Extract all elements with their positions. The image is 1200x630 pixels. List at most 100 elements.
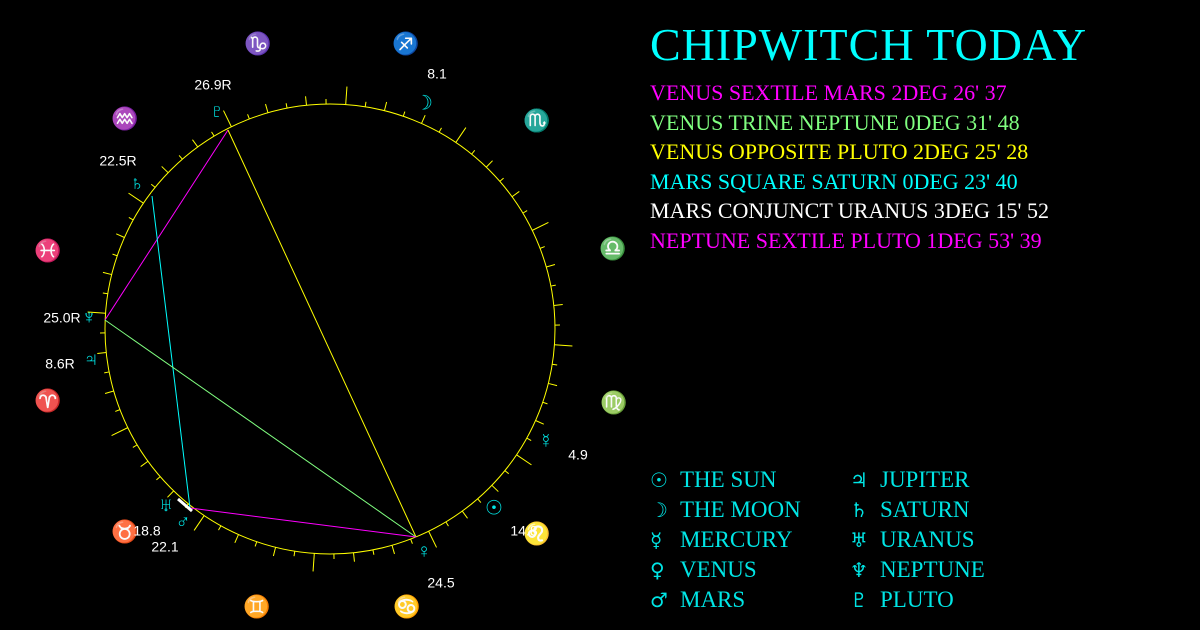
legend-item: ♇PLUTO bbox=[850, 587, 1050, 613]
degree-tick bbox=[428, 531, 437, 548]
zodiac-sign-glyph: ♏ bbox=[523, 108, 550, 133]
degree-tick bbox=[522, 210, 528, 214]
degree-tick bbox=[102, 292, 108, 295]
jupiter-icon: ♃ bbox=[84, 348, 99, 370]
degree-tick bbox=[539, 246, 545, 249]
sun-degree-label: 14.8 bbox=[510, 523, 537, 539]
pluto-icon: ♇ bbox=[850, 588, 868, 612]
legend-item: ♄SATURN bbox=[850, 497, 1050, 523]
degree-tick bbox=[272, 547, 277, 557]
saturn-icon: ♄ bbox=[850, 498, 868, 522]
degree-tick bbox=[156, 476, 161, 481]
uranus-icon: ♅ bbox=[850, 528, 868, 552]
degree-tick bbox=[112, 253, 118, 257]
degree-tick bbox=[116, 233, 125, 238]
aspect-list: VENUS SEXTILE MARS 2DEG 26' 37 VENUS TRIN… bbox=[650, 78, 1049, 255]
page-title: CHIPWITCH TODAY bbox=[650, 19, 1088, 70]
aspect-line-mars-saturn bbox=[151, 195, 191, 509]
legend-item: ♀VENUS bbox=[650, 557, 850, 583]
degree-tick bbox=[305, 96, 307, 106]
degree-tick bbox=[477, 498, 482, 503]
pluto-icon: ♇ bbox=[210, 100, 225, 122]
degree-tick bbox=[526, 437, 532, 441]
zodiac-sign-glyph: ♎ bbox=[599, 236, 626, 261]
degree-tick bbox=[552, 363, 558, 366]
legend-item: ♂ MARS bbox=[650, 587, 850, 613]
legend-item: ♆NEPTUNE bbox=[850, 557, 1050, 583]
zodiac-sign-glyph: ♓ bbox=[34, 238, 61, 263]
mercury-icon: ☿ bbox=[539, 430, 554, 452]
aspect-item: VENUS SEXTILE MARS 2DEG 26' 37 bbox=[650, 80, 1007, 105]
degree-tick bbox=[97, 352, 107, 354]
degree-tick bbox=[410, 538, 413, 544]
moon-icon: ☽ bbox=[415, 92, 433, 114]
degree-tick bbox=[383, 101, 388, 111]
zodiac-sign-glyph: ♑ bbox=[244, 31, 271, 56]
degree-tick bbox=[372, 549, 375, 555]
degree-tick bbox=[161, 166, 169, 174]
legend-label: MARS bbox=[680, 587, 746, 612]
aspect-item: MARS CONJUNCT URANUS 3DEG 15' 52 bbox=[650, 198, 1049, 223]
zodiac-sign-glyph: ♐ bbox=[392, 31, 419, 56]
degree-tick bbox=[438, 127, 442, 133]
neptune-degree-label: 25.0R bbox=[43, 310, 80, 326]
venus-degree-label: 24.5 bbox=[427, 575, 454, 591]
degree-tick bbox=[345, 86, 348, 105]
zodiac-sign-glyph: ♈ bbox=[34, 388, 61, 413]
degree-tick bbox=[516, 454, 532, 466]
mars-icon: ♂ bbox=[176, 511, 191, 533]
zodiac-sign-glyph: ♌ bbox=[523, 521, 550, 546]
zodiac-ring bbox=[104, 103, 556, 555]
degree-tick bbox=[455, 127, 467, 143]
degree-tick bbox=[491, 484, 499, 492]
legend-item: ☉THE SUN bbox=[650, 467, 850, 493]
moon-icon: ☽ bbox=[650, 498, 668, 522]
legend-item: ☿ MERCURY bbox=[650, 527, 850, 553]
degree-tick bbox=[445, 521, 449, 527]
zodiac-sign-glyph: ♉ bbox=[111, 519, 138, 544]
neptune-icon: ♆ bbox=[82, 306, 97, 328]
degree-tick bbox=[193, 515, 205, 531]
zodiac-sign-glyph: ♋ bbox=[393, 594, 420, 619]
sun-icon: ☉ bbox=[650, 468, 668, 492]
degree-tick bbox=[535, 420, 544, 425]
legend-item: ♅ URANUS bbox=[850, 527, 1050, 553]
jupiter-icon: ♃ bbox=[850, 468, 868, 492]
degree-tick bbox=[150, 183, 156, 188]
degree-ticks bbox=[87, 86, 573, 572]
degree-tick bbox=[548, 382, 558, 387]
aspect-item: VENUS TRINE NEPTUNE 0DEG 31' 48 bbox=[650, 109, 1020, 135]
zodiac-sign-glyph: ♍ bbox=[600, 390, 627, 415]
moon-degree-label: 8.1 bbox=[427, 66, 447, 82]
degree-tick bbox=[128, 192, 144, 204]
degree-tick bbox=[364, 101, 367, 107]
zodiac-signs: ♑♐♏♎♍♌♋♊♉♈♓♒ bbox=[34, 31, 627, 619]
planet-legend: ☉THE SUN♃JUPITER☽THE MOON♄SATURN☿MERCURY… bbox=[650, 467, 1050, 613]
pluto-degree-label: 26.9R bbox=[194, 77, 231, 93]
uranus-degree-label: 18.8 bbox=[133, 523, 160, 539]
degree-tick bbox=[223, 110, 232, 127]
degree-tick bbox=[553, 304, 563, 306]
mercury-icon: ☿ bbox=[650, 528, 663, 552]
degree-tick bbox=[391, 545, 395, 555]
venus-icon: ♀ bbox=[650, 558, 665, 582]
aspect-line-venus-mars bbox=[189, 507, 417, 538]
degree-tick bbox=[285, 103, 288, 109]
degree-tick bbox=[546, 264, 556, 268]
legend-label: URANUS bbox=[880, 527, 975, 552]
sun-icon: ☉ bbox=[485, 497, 503, 519]
aspect-line-venus-neptune bbox=[104, 319, 417, 538]
mars-icon: ♂ bbox=[650, 588, 668, 612]
degree-tick bbox=[140, 460, 149, 467]
aspect-item: NEPTUNE SEXTILE PLUTO 1DEG 53' 39 bbox=[650, 227, 1042, 253]
legend-label: MERCURY bbox=[680, 527, 793, 552]
degree-tick bbox=[499, 177, 504, 182]
legend-label: JUPITER bbox=[880, 467, 970, 492]
degree-tick bbox=[234, 534, 239, 543]
degree-tick bbox=[511, 191, 520, 198]
zodiac-sign-glyph: ♒ bbox=[111, 106, 138, 131]
degree-tick bbox=[132, 444, 138, 448]
degree-tick bbox=[293, 551, 296, 557]
degree-tick bbox=[402, 111, 406, 117]
legend-label: NEPTUNE bbox=[880, 557, 985, 582]
